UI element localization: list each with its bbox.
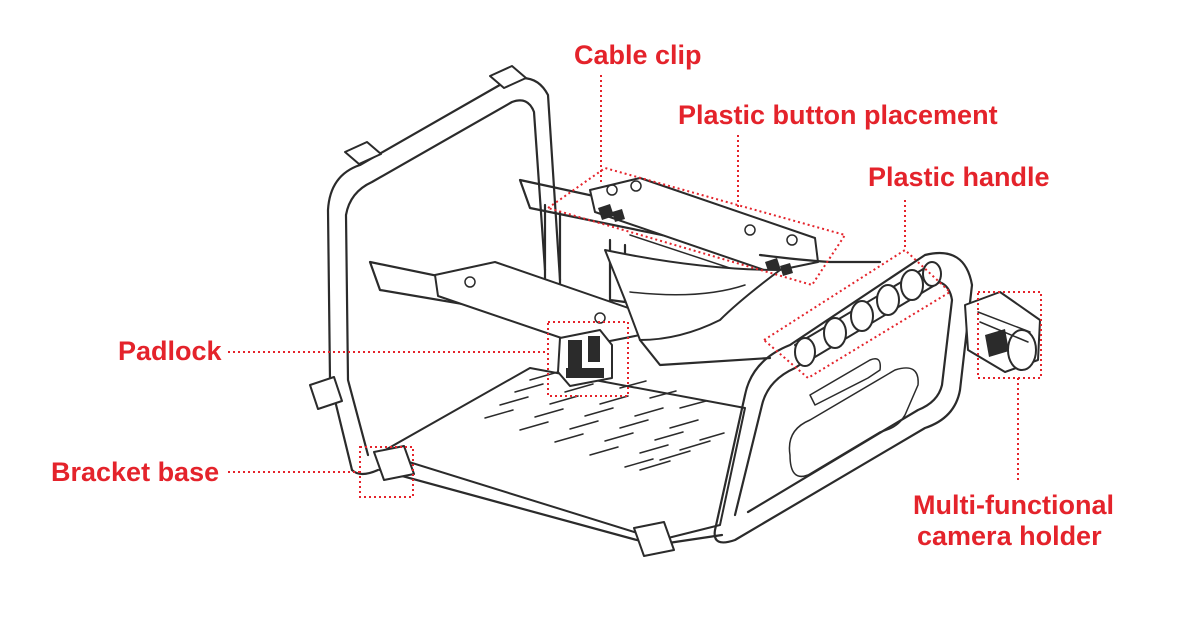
camera-holder-label-line2: camera holder [917,521,1102,552]
vent-slots [484,371,725,471]
camera-holder-drawing [964,291,1041,373]
plastic-handle-label: Plastic handle [868,162,1050,192]
plastic-handle-drawing [794,261,942,367]
bracket-feet [373,445,675,557]
padlock-label: Padlock [118,336,222,366]
base-plate [378,367,746,547]
front-right-frame [638,251,974,544]
callout-leaders [228,75,1042,498]
cable-clip-label: Cable clip [574,40,702,70]
bracket-base-label: Bracket base [51,457,220,487]
plastic-button-placement-label: Plastic button placement [678,100,998,130]
camera-holder-label: Multi-functional camera holder [913,490,1114,552]
camera-holder-label-line1: Multi-functional [913,490,1114,520]
left-tube-frame [309,65,562,476]
padlock-drawing [557,329,613,387]
center-cradle [604,249,781,341]
